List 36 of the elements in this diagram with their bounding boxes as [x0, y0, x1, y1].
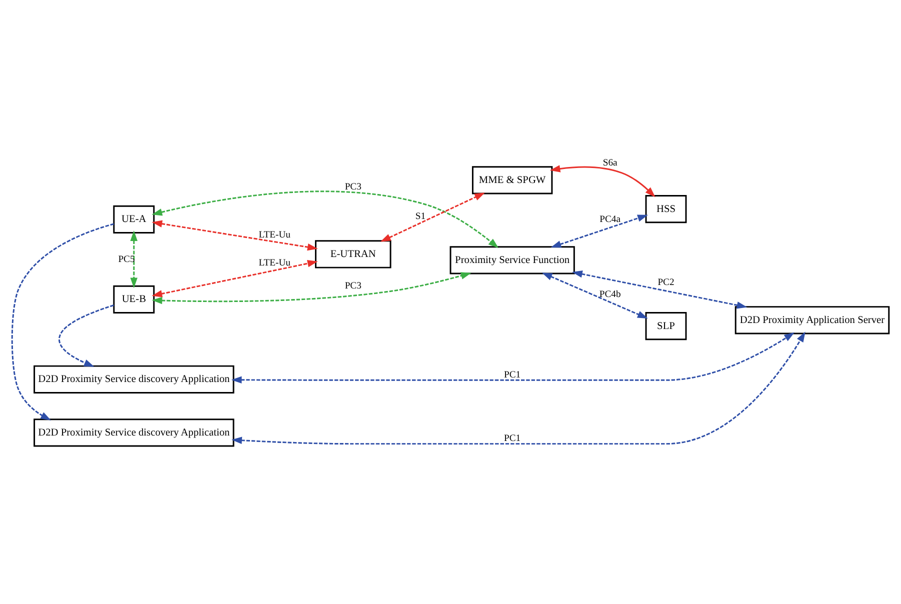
arrow: [130, 230, 138, 288]
edge-label: PC1: [504, 433, 521, 444]
edge-label: PC3: [344, 280, 362, 292]
node-box: UE-B: [113, 285, 155, 314]
arrow: [11, 223, 114, 420]
arrow: [572, 270, 748, 309]
arrow: [152, 260, 318, 298]
arrow: [232, 332, 806, 445]
arrow: [231, 332, 795, 384]
edge-label: PC2: [658, 276, 674, 288]
node-box: UE-A: [113, 205, 155, 234]
edge-label: LTE-Uu: [258, 258, 290, 269]
arrow: [152, 220, 318, 251]
arrow: [152, 272, 472, 304]
arrow: [58, 304, 114, 367]
node-box: HSS: [645, 194, 687, 224]
node-box: D2D Proximity Service discovery Application: [34, 365, 234, 394]
node-box: MME & SPGW: [472, 166, 553, 194]
node-box: D2D Proximity Application Server: [734, 306, 890, 334]
edge-label: PC4b: [599, 288, 621, 300]
node-box: E-UTRAN: [314, 240, 392, 268]
edge-label: PC4a: [600, 214, 620, 225]
arrow: [152, 190, 499, 248]
node-box: Proximity Service Function: [450, 246, 575, 274]
arrow: [380, 192, 485, 242]
edge-label: PC1: [504, 369, 521, 380]
edge-label: S6a: [602, 158, 618, 169]
arrow: [542, 272, 648, 319]
edge-label: PC3: [344, 181, 362, 192]
arrow: [550, 165, 656, 198]
edge-label: PC5: [118, 254, 135, 265]
node-box: D2D Proximity Service discovery Application: [34, 418, 234, 447]
node-box: SLP: [645, 312, 687, 340]
arrow: [550, 214, 648, 248]
edge-label: LTE-Uu: [258, 230, 290, 240]
edge-label: S1: [415, 210, 426, 222]
